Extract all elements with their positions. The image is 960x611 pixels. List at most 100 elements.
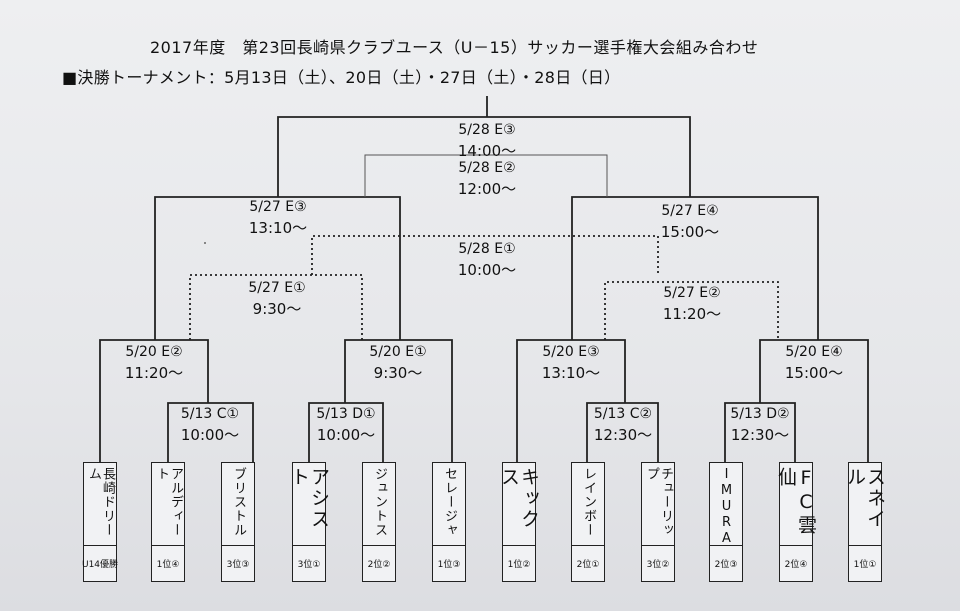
page-title: 2017年度 第23回長崎県クラブユース（U－15）サッカー選手権大会組み合わせ [150,38,759,57]
team-seed: 1位① [848,546,882,582]
match-time: 10:00～ [457,261,517,279]
match-time: 12:30～ [593,426,653,444]
match-placement-right: 5/27 E② 11:20～ [663,284,721,323]
r1a-bracket [167,402,254,462]
team-box: チューリップ [641,462,675,546]
match-date: 5/13 D② [730,406,790,422]
r1d-bracket [724,402,796,462]
match-qf1: 5/20 E② 11:20～ [125,343,183,382]
match-date: 5/27 E④ [661,203,719,219]
match-r1-b: 5/13 D① 10:00～ [316,405,375,444]
team-seed: 2位③ [709,546,743,582]
team-name: アルディート [154,467,183,537]
match-date: 5/28 E① [458,241,516,257]
match-r1-d: 5/13 D② 12:30～ [730,405,789,444]
match-date: 5/13 D① [316,406,376,422]
page-subtitle: ■決勝トーナメント：5月13日（土）、20日（土）・27日（土）・28日（日） [62,68,621,87]
match-time: 11:20～ [662,305,722,323]
team-name: アシスト [288,467,330,530]
qf1-bracket [99,339,209,462]
team-box: キックス [498,462,540,546]
team-seed: 1位② [502,546,536,582]
match-time: 12:30～ [730,426,790,444]
team-name: ジュントス [372,467,387,537]
team-name: ブリストル [231,467,246,537]
match-date: 5/13 C① [180,406,240,422]
match-semi-right: 5/27 E④ 15:00～ [661,202,719,241]
place5-bracket [311,235,659,275]
team-box: アシスト [288,462,330,546]
match-date: 5/20 E④ [785,344,843,360]
team-name: チューリップ [644,467,673,537]
match-time: 14:00～ [457,142,517,160]
speck [204,242,206,244]
team-name: 長崎ドリーム [86,467,115,537]
match-time: 9:30～ [373,364,423,382]
team-box: 長崎ドリーム [83,462,117,546]
team-box: スネイル [844,462,886,546]
team-box: セレージャ [432,462,466,546]
team-seed: 2位② [362,546,396,582]
match-date: 5/28 E③ [458,122,516,138]
match-time: 13:10～ [248,219,308,237]
team-seed: 1位③ [432,546,466,582]
team-name: セレージャ [442,467,457,537]
match-time: 15:00～ [784,364,844,382]
team-seed: 3位① [292,546,326,582]
r1c-bracket [586,402,659,462]
team-box: FC雲仙 [775,462,817,546]
team-name: FC雲仙 [775,467,817,536]
team-box: レインボー [571,462,605,546]
team-box: IMURA [709,462,743,547]
team-box: ジュントス [362,462,396,546]
match-third: 5/28 E② 12:00～ [458,159,516,198]
match-time: 13:10～ [541,364,601,382]
r1b-bracket [308,402,384,462]
team-seed: 3位② [641,546,675,582]
match-date: 5/13 C② [593,406,653,422]
qf2-bracket [344,339,453,462]
match-r1-c: 5/13 C② 12:30～ [594,405,652,444]
team-seed: 3位③ [221,546,255,582]
semi-right-bracket [571,196,819,340]
team-seed: U14優勝 [82,546,118,582]
match-final: 5/28 E③ 14:00～ [458,121,516,160]
semi-left-bracket [154,196,401,340]
team-seed: 1位④ [151,546,185,582]
final-bracket [277,116,691,197]
match-qf4: 5/20 E④ 15:00～ [785,343,843,382]
match-date: 5/27 E① [248,280,306,296]
match-placement-left: 5/27 E① 9:30～ [248,279,305,318]
team-name: レインボー [581,467,596,537]
match-qf3: 5/20 E③ 13:10～ [542,343,600,382]
match-time: 10:00～ [316,426,376,444]
match-date: 5/20 E③ [542,344,600,360]
match-time: 12:00～ [457,180,517,198]
team-box: アルディート [151,462,185,546]
team-box: ブリストル [221,462,255,546]
match-date: 5/20 E② [125,344,183,360]
match-semi-left: 5/27 E③ 13:10～ [249,198,307,237]
match-time: 11:20～ [124,364,184,382]
match-date: 5/27 E③ [249,199,307,215]
pl-left-bracket [189,274,363,340]
team-seed: 2位④ [779,546,813,582]
match-date: 5/27 E② [663,285,721,301]
qf3-bracket [516,339,626,462]
team-name: IMURA [719,467,734,547]
match-r1-a: 5/13 C① 10:00～ [181,405,239,444]
match-time: 9:30～ [252,300,302,318]
match-date: 5/28 E② [458,160,516,176]
team-name: スネイル [844,467,886,530]
match-place5: 5/28 E① 10:00～ [458,240,516,279]
team-seed: 2位① [571,546,605,582]
match-date: 5/20 E① [369,344,427,360]
qf4-bracket [759,339,869,462]
match-time: 15:00～ [660,223,720,241]
third-place-bracket [364,154,608,197]
match-time: 10:00～ [180,426,240,444]
pl-right-bracket [604,281,779,340]
team-name: キックス [498,467,540,530]
